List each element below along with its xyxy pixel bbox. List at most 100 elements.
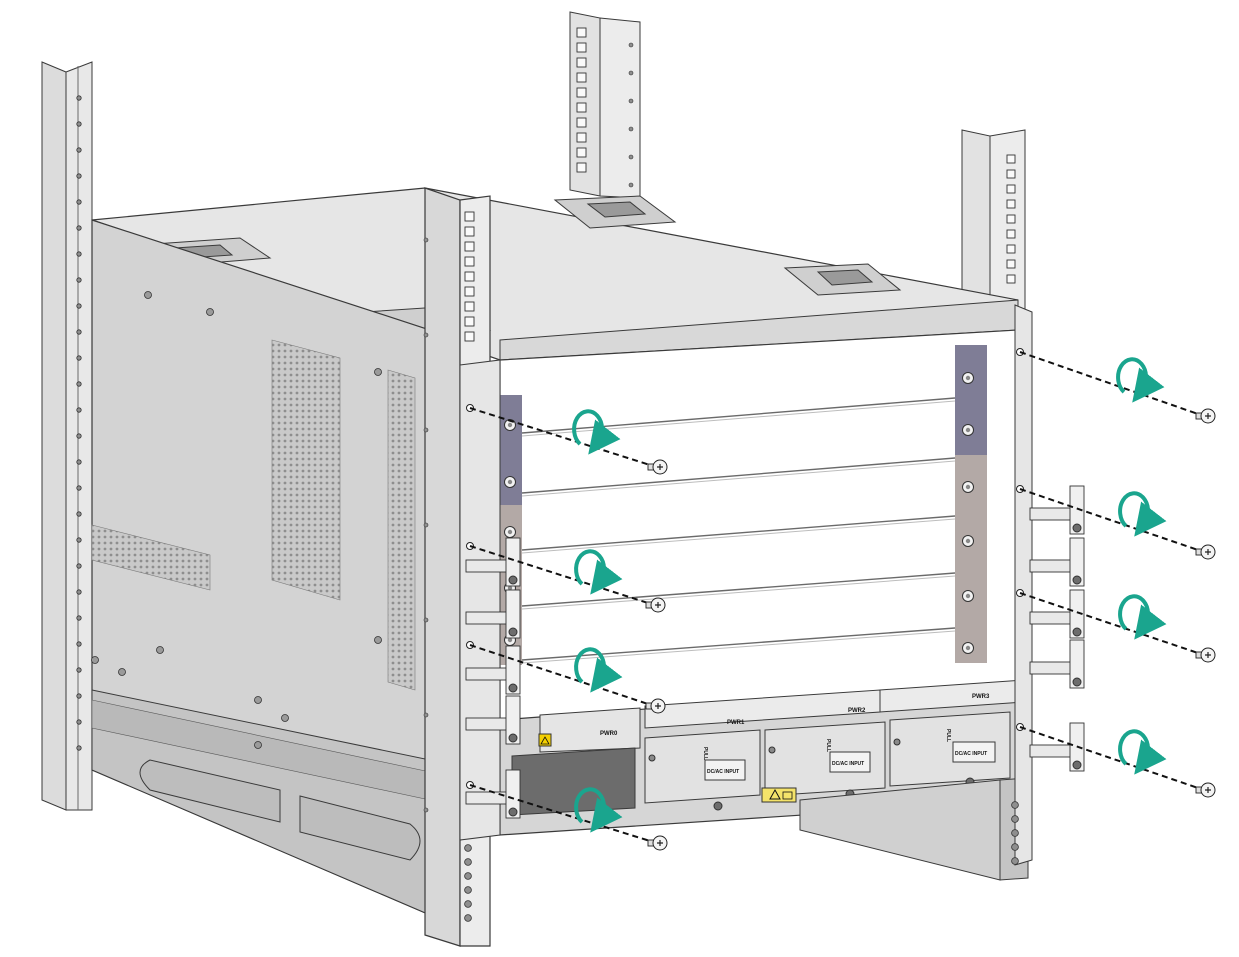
rail-hole [464,241,475,252]
rail-hole [576,27,587,38]
rail-hole [423,807,429,813]
mounting-screw-icon [647,835,668,851]
side-bolt [374,368,382,376]
rear-left-rail [41,61,93,811]
rail-hole [576,147,587,158]
chassis-side-panel [91,219,431,916]
screw-path-dashed-line [469,407,651,466]
bracket-upright [1069,639,1085,689]
rail-hole [576,42,587,53]
rail-hole [76,147,82,153]
rail-hole [76,459,82,465]
clockwise-rotation-arrow-icon [574,549,623,595]
mounting-screw-icon [645,597,666,613]
captive-screw-center [965,375,971,381]
bracket-screw [1072,627,1082,637]
rail-hole [464,900,472,908]
rail-hole [76,693,82,699]
bracket-upright [505,695,521,745]
rail-hole [76,563,82,569]
rail-hole [1011,857,1019,865]
rail-hole [1006,274,1016,284]
rail-hole [1006,259,1016,269]
pwr3-label: PWR3 [972,694,990,700]
rail-hole [576,117,587,128]
mounting-screw-icon [1195,408,1216,424]
clockwise-rotation-arrow-icon [1116,357,1165,403]
bracket-screw [508,807,518,817]
bracket-upright [505,769,521,819]
rail-hole [423,332,429,338]
rail-hole [464,211,475,222]
bracket-screw [508,627,518,637]
cable-management-brackets-right [1029,485,1085,772]
slot-guide-purple-right [955,345,987,455]
bracket-upright [1069,589,1085,639]
rail-hole [423,427,429,433]
rail-hole [464,271,475,282]
rail-hole [76,433,82,439]
side-bolt [118,668,126,676]
bracket-upright [1069,485,1085,535]
rail-hole [76,589,82,595]
slot-rail [521,515,956,551]
rail-hole [1006,229,1016,239]
top-handle-right [783,263,902,296]
pwr1-label: PWR1 [727,720,745,726]
clockwise-rotation-arrow-icon [574,787,623,833]
rail-hole [76,121,82,127]
rail-hole [1006,244,1016,254]
warning-label-psu [761,787,797,803]
screw-path-dashed-line [469,784,651,842]
rail-hole [464,886,472,894]
captive-screw-center [507,422,513,428]
rail-hole [576,57,587,68]
rail-hole [628,126,634,132]
rail-hole [76,745,82,751]
bracket-screw [1072,575,1082,585]
rail-hole [576,102,587,113]
rail-hole [1006,184,1016,194]
rail-square-holes [1006,154,1016,284]
rail-hole [1011,815,1019,823]
screw-path-dashed-line [1019,726,1199,789]
rail-hole [1006,199,1016,209]
slot-rail [521,457,956,494]
rail-hole [76,485,82,491]
rail-hole [76,95,82,101]
pwr0-label: PWR0 [600,731,618,737]
rail-hole [628,42,634,48]
slot-rail [521,572,956,607]
rear-center-rail [569,11,641,199]
psu-module-1 [644,729,761,811]
rail-hole [464,256,475,267]
rail-hole [423,522,429,528]
captive-screw-center [507,479,513,485]
rail-hole [464,301,475,312]
psu1-pull-label: PULL [702,747,708,760]
bracket-upright [1069,537,1085,587]
bracket-screw [508,683,518,693]
psu-module-2 [764,721,886,799]
slot-guide-purple-left [500,395,522,505]
rail-hole [464,914,472,922]
side-bolt [374,636,382,644]
mounting-screw-icon [1195,647,1216,663]
screw-path-dashed-line [1019,351,1199,415]
rail-hole [464,316,475,327]
rail-hole [628,182,634,188]
warning-label-pwr0 [538,733,552,747]
front-card-cage [499,329,1019,721]
rail-hole [1006,214,1016,224]
captive-screw-center [965,484,971,490]
clockwise-rotation-arrow-icon [1118,594,1167,640]
side-bolt [254,741,262,749]
bracket-screw [1072,760,1082,770]
side-bolt [156,646,164,654]
rail-square-holes [423,211,475,813]
side-bolt [91,656,99,664]
rear-right-rail [961,129,1026,311]
rail-hole [576,132,587,143]
captive-screw-center [965,538,971,544]
